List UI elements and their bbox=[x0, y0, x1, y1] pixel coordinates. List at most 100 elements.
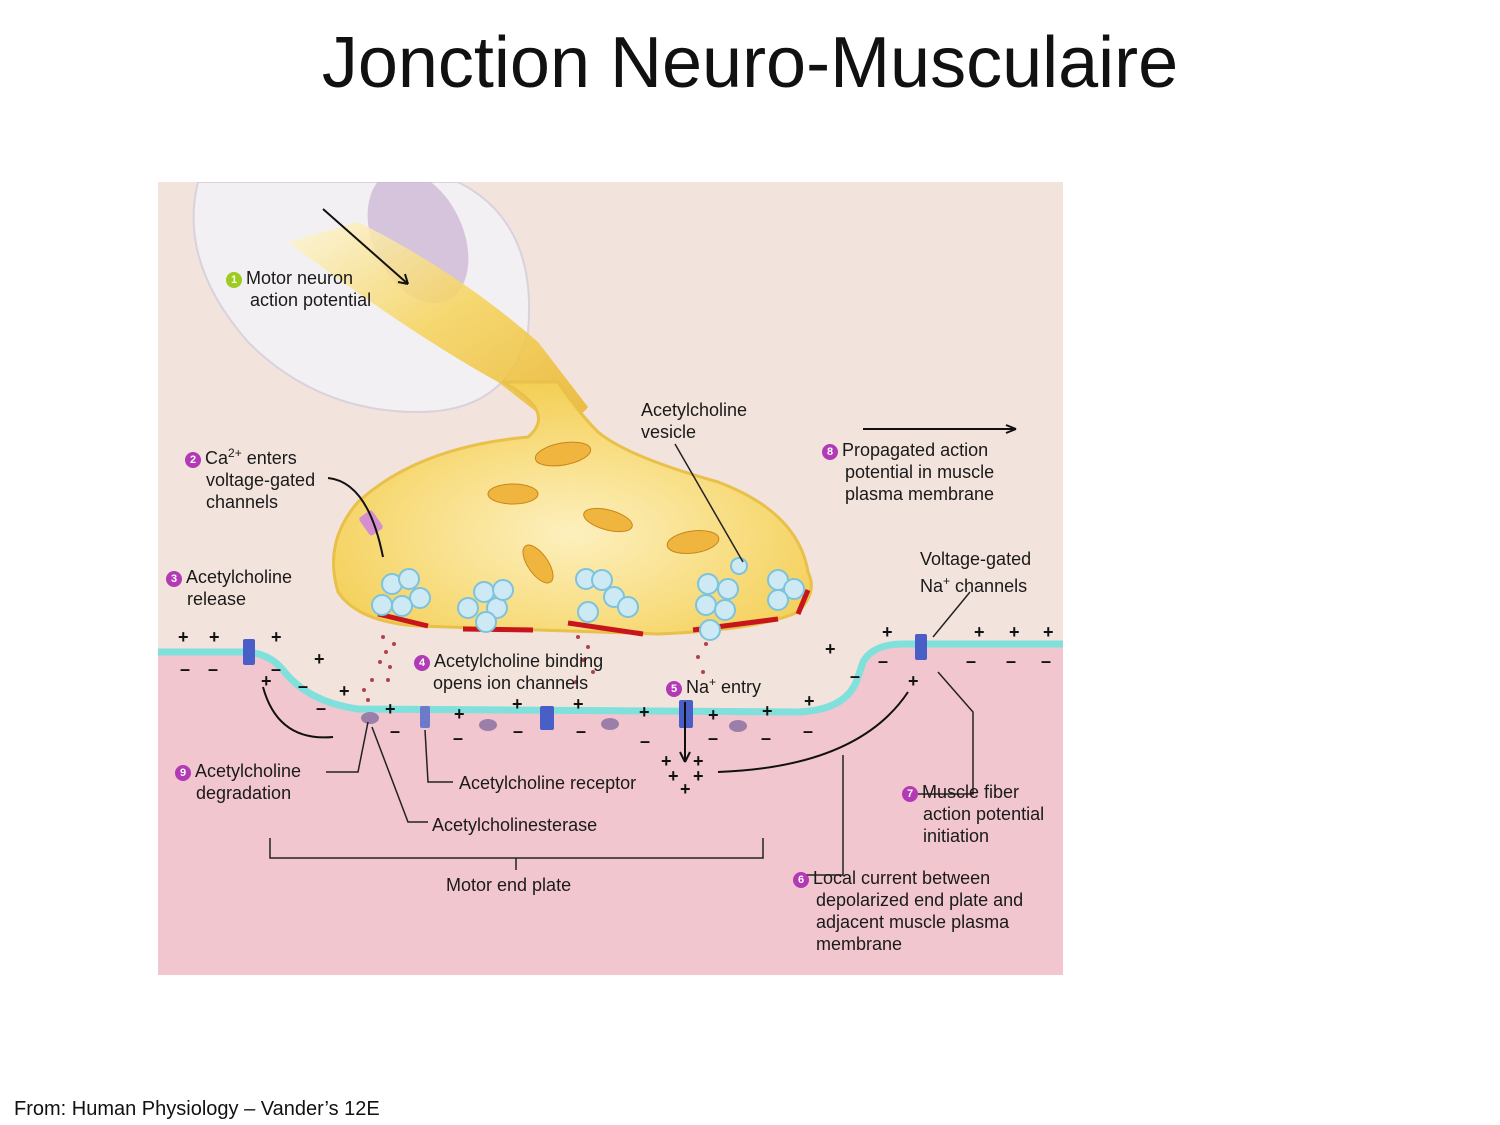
plus-charge: + bbox=[908, 671, 919, 691]
minus-charge: – bbox=[298, 676, 309, 696]
step7-line3: initiation bbox=[923, 826, 990, 846]
step8-line1: Propagated action bbox=[842, 440, 989, 460]
step-5-badge: 5 bbox=[666, 681, 682, 697]
minus-charge: – bbox=[640, 731, 651, 751]
active-zone bbox=[795, 589, 811, 615]
step2-enters: enters bbox=[241, 448, 297, 468]
label-vesicle: Acetylcholine vesicle bbox=[641, 399, 747, 443]
muscle-plasma-membrane bbox=[158, 640, 1063, 716]
step2-line3: channels bbox=[206, 492, 279, 512]
step1-line1: Motor neuron bbox=[246, 268, 354, 288]
minus-charge: – bbox=[761, 728, 772, 748]
plus-charge: + bbox=[261, 671, 272, 691]
plus-charge: + bbox=[314, 649, 325, 669]
step5-charge: + bbox=[709, 675, 717, 689]
plus-charge: + bbox=[661, 751, 672, 771]
minus-charge: – bbox=[1041, 651, 1052, 671]
plus-charge: + bbox=[454, 704, 465, 724]
acetylcholinesterase-enzymes bbox=[361, 712, 747, 732]
mitochondrion bbox=[666, 530, 720, 554]
step-6-badge: 6 bbox=[793, 872, 809, 888]
action-potential-arrow bbox=[322, 208, 409, 285]
plus-charge: + bbox=[512, 694, 523, 714]
step9-line2: degradation bbox=[196, 783, 292, 803]
plus-charge: + bbox=[209, 627, 220, 647]
step1-line2: action potential bbox=[250, 290, 372, 310]
propagation-arrowhead bbox=[1005, 424, 1017, 434]
label-esterase: Acetylcholinesterase bbox=[432, 815, 598, 835]
plus-charge: + bbox=[668, 766, 679, 786]
mitochondrion bbox=[522, 544, 554, 584]
vesicle-leader bbox=[674, 443, 744, 563]
plus-charge: + bbox=[339, 681, 350, 701]
plus-charge: + bbox=[639, 702, 650, 722]
plus-charge: + bbox=[385, 699, 396, 719]
label-end-plate: Motor end plate bbox=[446, 875, 572, 895]
minus-charge: – bbox=[576, 721, 587, 741]
minus-charge: – bbox=[1006, 651, 1017, 671]
step-9-badge: 9 bbox=[175, 765, 191, 781]
ca-entry-arrow bbox=[327, 477, 384, 558]
plus-charge: + bbox=[974, 622, 985, 642]
step6-line3: adjacent muscle plasma bbox=[816, 912, 1010, 932]
source-citation: From: Human Physiology – Vander’s 12E bbox=[14, 1098, 380, 1120]
voltage-gated-na-channel bbox=[243, 639, 255, 665]
plus-charge: + bbox=[804, 691, 815, 711]
junction-illustration bbox=[158, 182, 1063, 975]
acetylcholine-molecules bbox=[362, 635, 708, 702]
step6-line2: depolarized end plate and bbox=[816, 890, 1024, 910]
minus-charge: – bbox=[316, 698, 327, 718]
plus-charge: + bbox=[573, 694, 584, 714]
step-7-badge: 7 bbox=[902, 786, 918, 802]
mitochondrion bbox=[583, 507, 633, 533]
plus-charge: + bbox=[1009, 622, 1020, 642]
step-8-badge: 8 bbox=[822, 444, 838, 460]
step8-line2: potential in muscle bbox=[845, 462, 995, 482]
vesicle-line1: Acetylcholine bbox=[641, 400, 748, 420]
minus-charge: – bbox=[271, 659, 282, 679]
step2-line2: voltage-gated bbox=[206, 470, 316, 490]
active-zone bbox=[567, 620, 644, 637]
minus-charge: – bbox=[878, 651, 889, 671]
step5-na: Na bbox=[686, 677, 710, 697]
esterase-leader bbox=[371, 726, 428, 823]
plus-charge: + bbox=[825, 639, 836, 659]
step-1-badge: 1 bbox=[226, 272, 242, 288]
na-entry-arrowhead bbox=[679, 751, 691, 763]
receptor-leader bbox=[424, 729, 453, 783]
plus-charge: + bbox=[708, 705, 719, 725]
plus-charge: + bbox=[680, 779, 691, 799]
minus-charge: – bbox=[708, 728, 719, 748]
minus-charge: – bbox=[850, 666, 861, 686]
minus-charge: – bbox=[966, 651, 977, 671]
plus-charge: + bbox=[1043, 622, 1054, 642]
slide-title: Jonction Neuro-Musculaire bbox=[321, 23, 1179, 103]
step6-line4: membrane bbox=[816, 934, 903, 954]
minus-charge: – bbox=[803, 721, 814, 741]
plus-charge: + bbox=[178, 627, 189, 647]
mitochondrion bbox=[487, 483, 539, 505]
axon bbox=[288, 222, 588, 419]
plus-charge: + bbox=[271, 627, 282, 647]
step4-line1: Acetylcholine binding bbox=[434, 651, 604, 671]
plus-charge: + bbox=[693, 766, 704, 786]
acetylcholine-receptor bbox=[420, 706, 430, 728]
na-channel-leader bbox=[932, 591, 971, 638]
acetylcholine-vesicles bbox=[371, 557, 805, 641]
step3-line1: Acetylcholine bbox=[186, 567, 293, 587]
muscle-fiber bbox=[158, 644, 1063, 975]
mitochondrion bbox=[534, 441, 592, 467]
acetylcholine-receptor bbox=[540, 706, 554, 730]
muscle-ap-leader bbox=[918, 671, 974, 795]
plus-charge: + bbox=[882, 622, 893, 642]
label-receptor: Acetylcholine receptor bbox=[459, 773, 637, 793]
